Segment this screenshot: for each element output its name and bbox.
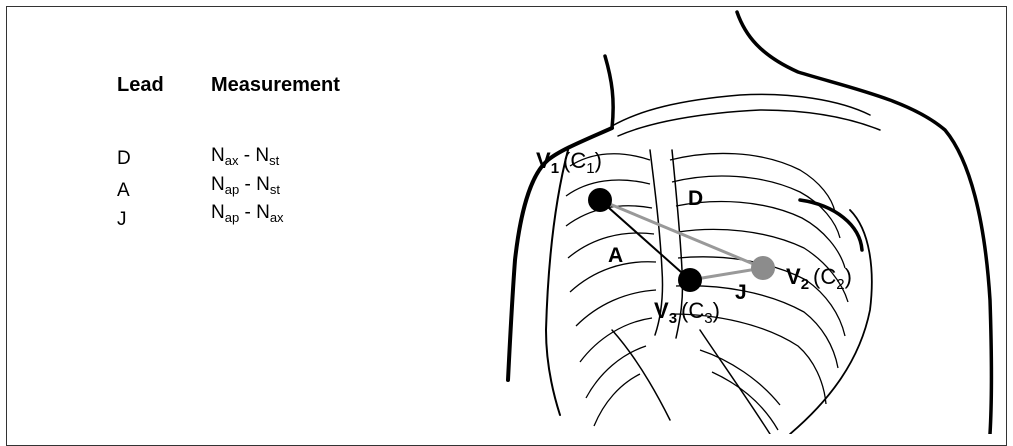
electrode-v1 bbox=[588, 188, 612, 212]
lead-a-line bbox=[600, 200, 690, 280]
v2-label: V2(C2) bbox=[786, 264, 852, 293]
torso-outline bbox=[508, 12, 992, 434]
v1-label: V1(C1) bbox=[536, 148, 602, 177]
chest-diagram: V1(C1) V2(C2) V3(C3) D A J bbox=[0, 0, 1013, 434]
lead-j-label: J bbox=[735, 281, 747, 304]
lead-a-label: A bbox=[608, 244, 623, 267]
v3-label: V3(C3) bbox=[654, 298, 720, 327]
lead-d-label: D bbox=[688, 187, 703, 210]
electrode-v3 bbox=[678, 268, 702, 292]
electrode-v2 bbox=[751, 256, 775, 280]
